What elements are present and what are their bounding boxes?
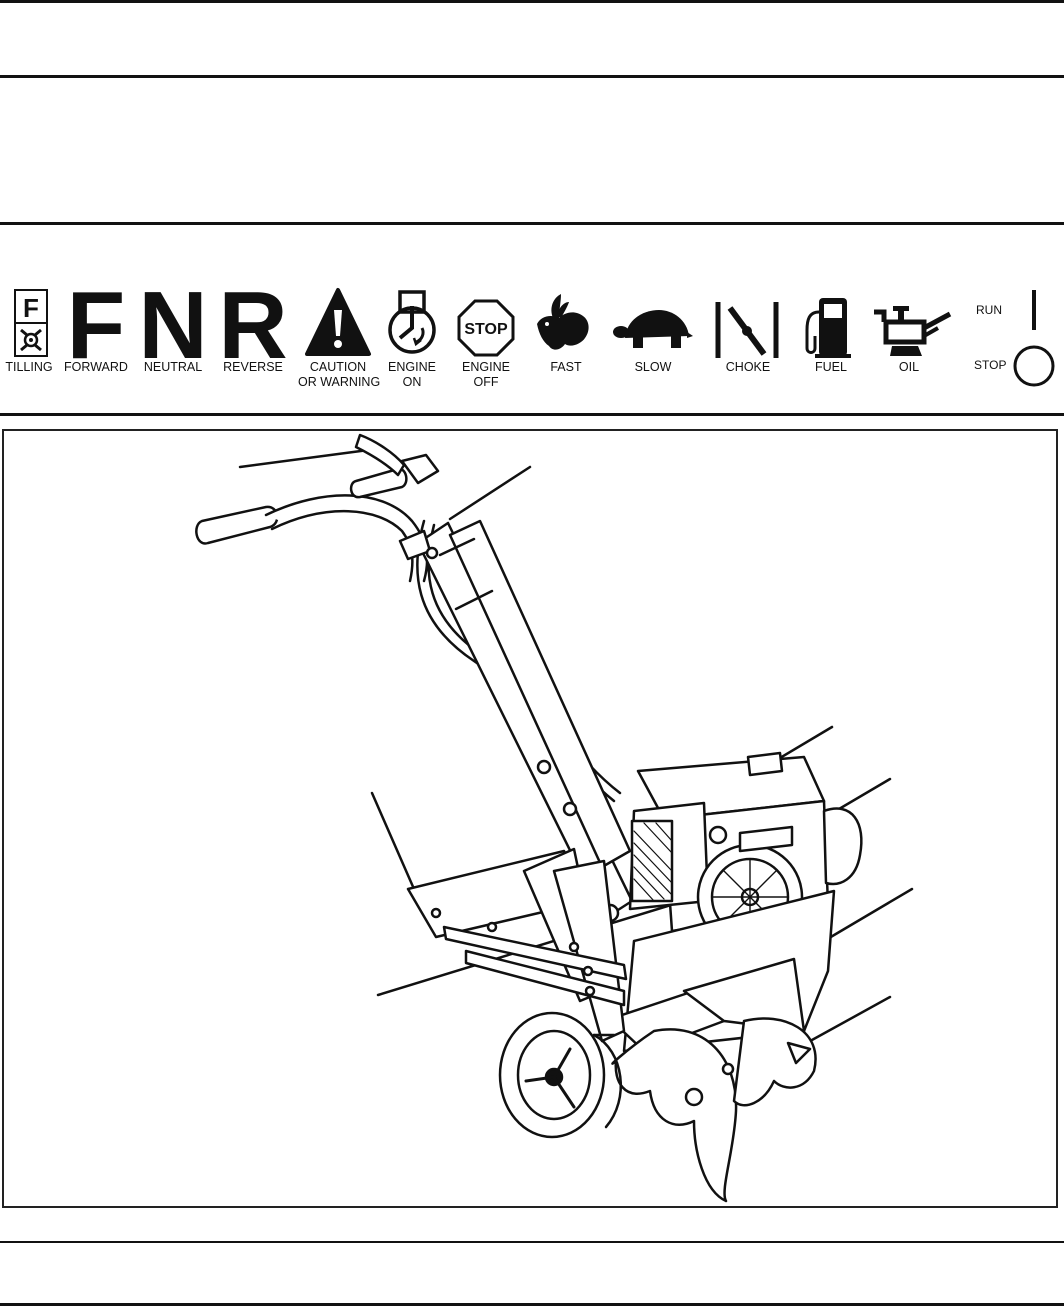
choke-icon	[715, 302, 779, 358]
tiller-illustration	[195, 433, 914, 1203]
oil-can-icon	[874, 306, 952, 356]
tilling-letter: F	[23, 293, 39, 323]
symbol-slow: SLOW	[610, 280, 696, 375]
tilling-label: TILLING	[5, 360, 53, 374]
run-line-icon	[1032, 290, 1036, 330]
stop-sign-icon: STOP	[457, 299, 515, 357]
engine-on-icon	[388, 290, 436, 354]
symbol-oil: OIL	[866, 280, 952, 375]
forward-label: FORWARD	[64, 360, 128, 374]
symbol-fast: FAST	[530, 280, 602, 375]
forward-letter: F	[67, 280, 126, 360]
oil-label: OIL	[898, 360, 920, 374]
letter-f-icon: F	[67, 280, 126, 360]
footer-rule-1	[0, 1241, 1064, 1243]
neutral-letter: N	[138, 280, 207, 360]
fuel-pump-icon	[805, 298, 851, 358]
rabbit-icon	[537, 294, 589, 350]
turtle-icon	[613, 310, 693, 348]
symbol-caution: CAUTION OR WARNING	[298, 280, 381, 390]
engine-off-label: ENGINE OFF	[462, 360, 510, 389]
tilling-icon: F	[14, 289, 48, 357]
symbol-choke: CHOKE	[706, 280, 790, 375]
symbol-fuel: FUEL	[796, 280, 866, 375]
warning-triangle-icon	[305, 288, 371, 356]
header-rule	[0, 75, 1064, 78]
symbol-tilling: F TILLING	[2, 280, 56, 375]
stop-circle-icon	[1013, 345, 1055, 387]
top-rule	[0, 0, 1064, 3]
stop-sign-text: STOP	[464, 321, 508, 338]
section-rule	[0, 222, 1064, 225]
fuel-label: FUEL	[815, 360, 847, 374]
reverse-label: REVERSE	[223, 360, 283, 374]
symbol-engine-on: ENGINE ON	[380, 280, 444, 390]
letter-n-icon: N	[138, 280, 207, 360]
choke-label: CHOKE	[725, 360, 771, 374]
reverse-letter: R	[218, 280, 287, 360]
caution-label: CAUTION OR WARNING	[298, 360, 381, 389]
letter-r-icon: R	[218, 280, 287, 360]
slow-label: SLOW	[634, 360, 672, 374]
symbols-legend: F TILLING F FORWARD N NEUTRAL R REVERSE	[0, 280, 1064, 410]
symbol-reverse: R REVERSE	[216, 280, 290, 375]
symbol-neutral: N NEUTRAL	[138, 280, 208, 375]
symbols-bottom-rule	[0, 413, 1064, 416]
fast-label: FAST	[550, 360, 582, 374]
run-label: RUN	[976, 303, 1002, 317]
footer-rule-2	[0, 1303, 1064, 1306]
tiller-figure	[2, 429, 1058, 1208]
symbol-engine-off: STOP ENGINE OFF	[454, 280, 518, 390]
stop-label: STOP	[974, 358, 1007, 372]
neutral-label: NEUTRAL	[143, 360, 203, 374]
engine-on-label: ENGINE ON	[388, 360, 436, 389]
symbol-forward: F FORWARD	[62, 280, 130, 375]
